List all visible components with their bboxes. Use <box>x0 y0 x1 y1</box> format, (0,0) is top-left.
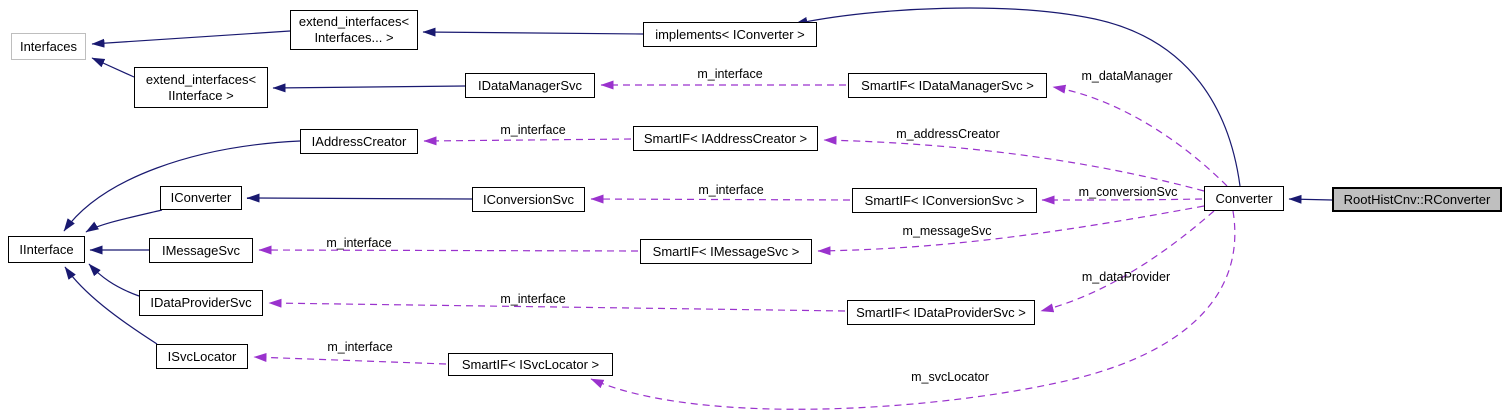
node-label: SmartIF< IDataManagerSvc > <box>861 77 1034 93</box>
edge-label-m-addresscreator: m_addressCreator <box>896 127 1000 141</box>
edge-converter-to-smartifcs <box>1041 195 1203 205</box>
node-label: IConverter <box>170 190 232 205</box>
node-implements-iconverter[interactable]: implements< IConverter > <box>643 22 817 47</box>
node-converter[interactable]: Converter <box>1204 186 1284 211</box>
node-label: IDataManagerSvc <box>477 77 583 93</box>
node-iinterface[interactable]: IInterface <box>8 236 85 263</box>
edge-label-m-interface-dataprovider: m_interface <box>500 292 566 306</box>
node-label: extend_interfaces< <box>298 14 410 29</box>
edge-converter-to-smartifac <box>823 135 1205 192</box>
node-label: SmartIF< IAddressCreator > <box>643 130 808 146</box>
node-idatamanagersvc[interactable]: IDataManagerSvc <box>465 73 595 98</box>
node-roothistcnv-rconverter: RootHistCnv::RConverter <box>1332 187 1502 212</box>
edge-label-m-conversionsvc: m_conversionSvc <box>1078 185 1178 199</box>
edge-label-m-interface-svclocator: m_interface <box>327 340 393 354</box>
edge-converter-to-smartifsl <box>590 210 1236 410</box>
node-smartif-iconversionsvc[interactable]: SmartIF< IConversionSvc > <box>852 188 1037 213</box>
edge-smartifcs-to-iconversionsvc <box>590 194 851 204</box>
edge-smartifac-to-iaddresscreator <box>423 136 632 146</box>
node-iaddresscreator[interactable]: IAddressCreator <box>300 129 418 154</box>
edge-rconverter-to-converter <box>1288 194 1333 204</box>
edge-isvclocator-to-iinterface <box>64 266 158 345</box>
edge-smartifms-to-imessagesvc <box>258 245 639 255</box>
node-smartif-idataprovidersvc[interactable]: SmartIF< IDataProviderSvc > <box>847 300 1035 325</box>
node-imessagesvc[interactable]: IMessageSvc <box>149 238 253 263</box>
node-idataprovidersvc[interactable]: IDataProviderSvc <box>139 290 263 316</box>
edge-idatamanagersvc-to-extendiinterface <box>272 83 466 93</box>
edge-extendvariadic-to-interfaces <box>91 30 291 48</box>
node-smartif-iaddresscreator[interactable]: SmartIF< IAddressCreator > <box>633 126 818 151</box>
edge-smartifsl-to-isvclocator <box>253 352 447 365</box>
edge-label-m-dataprovider: m_dataProvider <box>1081 270 1171 284</box>
edge-label-m-svclocator: m_svcLocator <box>911 370 989 384</box>
edge-converter-to-smartifdm <box>1052 84 1228 187</box>
edge-smartifdp-to-idataprovidersvc <box>268 298 846 312</box>
edge-label-m-datamanager: m_dataManager <box>1081 69 1173 83</box>
node-label: extend_interfaces< <box>145 71 257 87</box>
edge-iaddresscreator-to-iinterface <box>63 140 301 232</box>
edge-label-m-interface-messagesvc: m_interface <box>326 236 392 250</box>
edge-converter-to-implements <box>794 7 1241 187</box>
edge-converter-to-smartifdp <box>1040 210 1215 313</box>
node-extend-interfaces-variadic[interactable]: extend_interfaces< Interfaces... > <box>290 10 418 50</box>
node-label: implements< IConverter > <box>655 26 805 42</box>
node-label: Converter <box>1215 190 1273 206</box>
edge-extendiinterface-to-interfaces <box>91 57 135 78</box>
node-extend-interfaces-iinterface[interactable]: extend_interfaces< IInterface > <box>134 67 268 108</box>
node-label: SmartIF< IMessageSvc > <box>652 243 800 259</box>
node-label: Interfaces <box>19 38 78 54</box>
node-label: ISvcLocator <box>167 348 237 364</box>
node-iconverter[interactable]: IConverter <box>160 186 242 210</box>
node-label: IAddressCreator <box>311 133 407 149</box>
edge-label-m-interface-addresscreator: m_interface <box>500 123 566 137</box>
node-label: SmartIF< ISvcLocator > <box>461 356 600 372</box>
edge-label-m-messagesvc: m_messageSvc <box>902 224 992 238</box>
edge-converter-to-smartifms <box>817 205 1205 256</box>
node-iconversionsvc[interactable]: IConversionSvc <box>472 187 585 212</box>
edge-label-m-interface-datamanager: m_interface <box>697 67 763 81</box>
node-label: Interfaces... > <box>314 30 394 45</box>
node-label: SmartIF< IConversionSvc > <box>864 192 1025 208</box>
node-label: RootHistCnv::RConverter <box>1343 191 1491 207</box>
node-label: SmartIF< IDataProviderSvc > <box>856 304 1026 320</box>
node-label: IInterface <box>19 241 74 257</box>
node-interfaces[interactable]: Interfaces <box>11 33 86 60</box>
node-isvclocator[interactable]: ISvcLocator <box>156 344 248 369</box>
node-label: IConversionSvc <box>482 191 575 207</box>
node-smartif-imessagesvc[interactable]: SmartIF< IMessageSvc > <box>640 239 812 264</box>
edge-idataprovidersvc-to-iinterface <box>88 263 140 297</box>
node-smartif-isvclocator[interactable]: SmartIF< ISvcLocator > <box>448 353 613 376</box>
node-label: IDataProviderSvc <box>150 295 252 310</box>
edge-label-m-interface-conversionsvc: m_interface <box>698 183 764 197</box>
edge-implements-to-extendvariadic <box>422 27 644 37</box>
node-label: IInterface > <box>168 87 234 103</box>
edge-iconverter-to-iinterface <box>85 209 163 233</box>
edge-iconversionsvc-to-iconverter <box>246 193 473 203</box>
node-smartif-idatamanagersvc[interactable]: SmartIF< IDataManagerSvc > <box>848 73 1047 98</box>
node-label: IMessageSvc <box>161 242 241 258</box>
